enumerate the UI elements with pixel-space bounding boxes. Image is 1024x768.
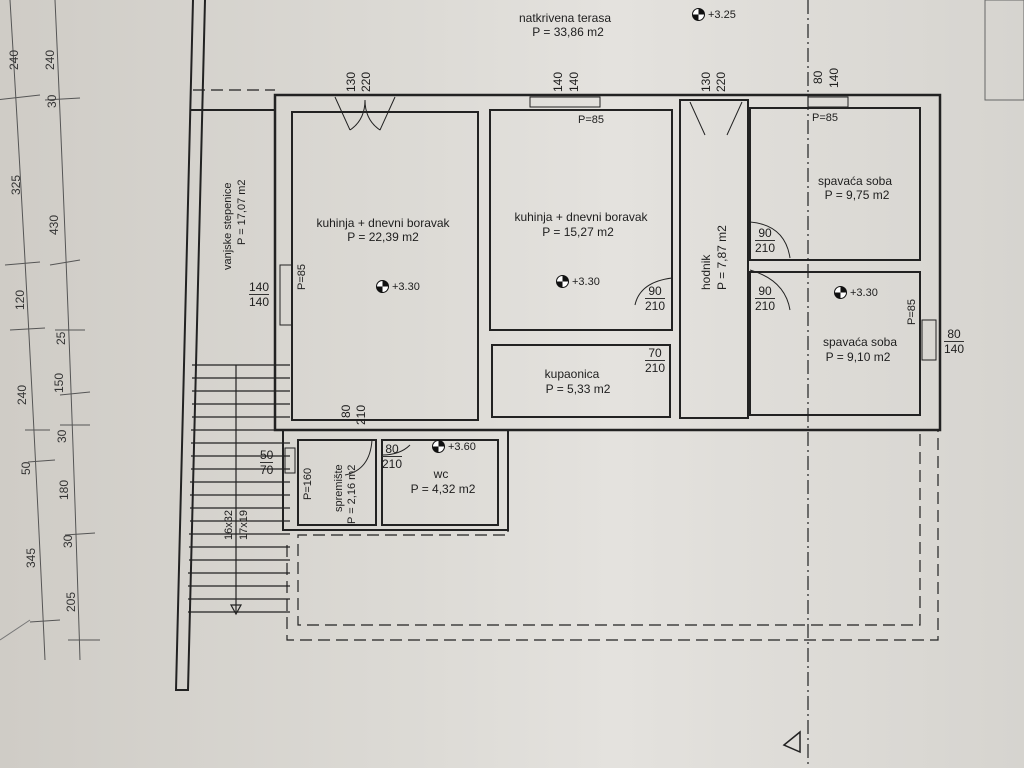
stair-treads (188, 364, 290, 616)
dim-outer-3: 120 (13, 289, 27, 310)
dim-outer-6: 345 (24, 547, 38, 568)
door-dim-top: 220 (359, 71, 373, 92)
room-name: kupaonica (544, 367, 600, 381)
room-name: kuhinja + dnevni boravak (514, 210, 648, 224)
room-name: spavaća soba (822, 335, 898, 349)
room-area: P = 9,10 m2 (825, 350, 891, 364)
window-dim-top: 140 (827, 67, 841, 88)
dim-outer-5: 50 (19, 461, 33, 475)
room-level: +3.30 (556, 275, 600, 288)
room-area: P = 15,27 m2 (542, 225, 614, 239)
room-area: P = 4,32 m2 (410, 482, 476, 496)
room-name: wc (433, 467, 449, 481)
dim-inner-3: 430 (47, 214, 61, 235)
dim-inner-1: 240 (43, 49, 57, 70)
doors (279, 96, 937, 476)
terrace-name: natkrivena terasa (518, 11, 612, 25)
stairs-area: P = 17,07 m2 (236, 179, 248, 245)
door-dim: 80 (339, 404, 353, 418)
dim-inner-4: 25 (54, 331, 68, 345)
level-marker-icon (692, 8, 705, 21)
dim-outer-1: 240 (7, 49, 21, 70)
room-name: kuhinja + dnevni boravak (316, 216, 450, 230)
level-marker-icon (556, 275, 569, 288)
dim-inner-2: 30 (45, 94, 59, 108)
terrace-level: +3.25 (692, 8, 736, 21)
room-name: hodnik (699, 254, 713, 290)
stairs-steps-b: 17x19 (238, 510, 250, 540)
dim-outer-4: 240 (15, 384, 29, 405)
dim-inner-5: 150 (52, 372, 66, 393)
room-name: spavaća soba (817, 174, 893, 188)
dimension-lines (0, 0, 100, 661)
window-dim-top: 80 (811, 70, 825, 84)
dim-inner-8: 30 (61, 534, 75, 548)
sill-height: P=85 (578, 114, 604, 126)
room-area: P = 22,39 m2 (347, 230, 419, 244)
door-dim-top: 130 (699, 71, 713, 92)
dim-outer-2: 325 (9, 174, 23, 195)
dim-inner-9: 205 (64, 591, 78, 612)
terrace-area: P = 33,86 m2 (532, 25, 604, 39)
sill-height: P=85 (812, 112, 838, 124)
room-level: +3.60 (432, 440, 476, 453)
door-dim-top: 130 (344, 71, 358, 92)
level-value: +3.25 (708, 8, 736, 21)
window-dim-top: 140 (551, 71, 565, 92)
stairs-name: vanjske stepenice (222, 182, 234, 270)
window-dim-top: 140 (567, 71, 581, 92)
stairs-steps-a: 16x32 (223, 510, 235, 540)
walls (174, 0, 942, 691)
level-marker-icon (834, 286, 847, 299)
north-marker (782, 730, 801, 754)
room-area: P = 7,87 m2 (715, 225, 729, 290)
sill-height: P=160 (302, 467, 314, 500)
room-area: P = 5,33 m2 (545, 382, 611, 396)
room-area: P = 9,75 m2 (824, 188, 890, 202)
door-dim-top: 220 (714, 71, 728, 92)
room-name: spremište (333, 464, 345, 512)
dashed-outline (193, 0, 939, 768)
dim-inner-7: 180 (57, 479, 71, 500)
sill-height: P=85 (296, 264, 308, 290)
room-level: +3.30 (834, 286, 878, 299)
level-marker-icon (376, 280, 389, 293)
sill-height: P=85 (906, 299, 918, 325)
dim-inner-6: 30 (55, 429, 69, 443)
level-marker-icon (432, 440, 445, 453)
room-level: +3.30 (376, 280, 420, 293)
room-area: P = 2,16 m2 (346, 464, 358, 524)
door-dim: 210 (354, 404, 368, 425)
